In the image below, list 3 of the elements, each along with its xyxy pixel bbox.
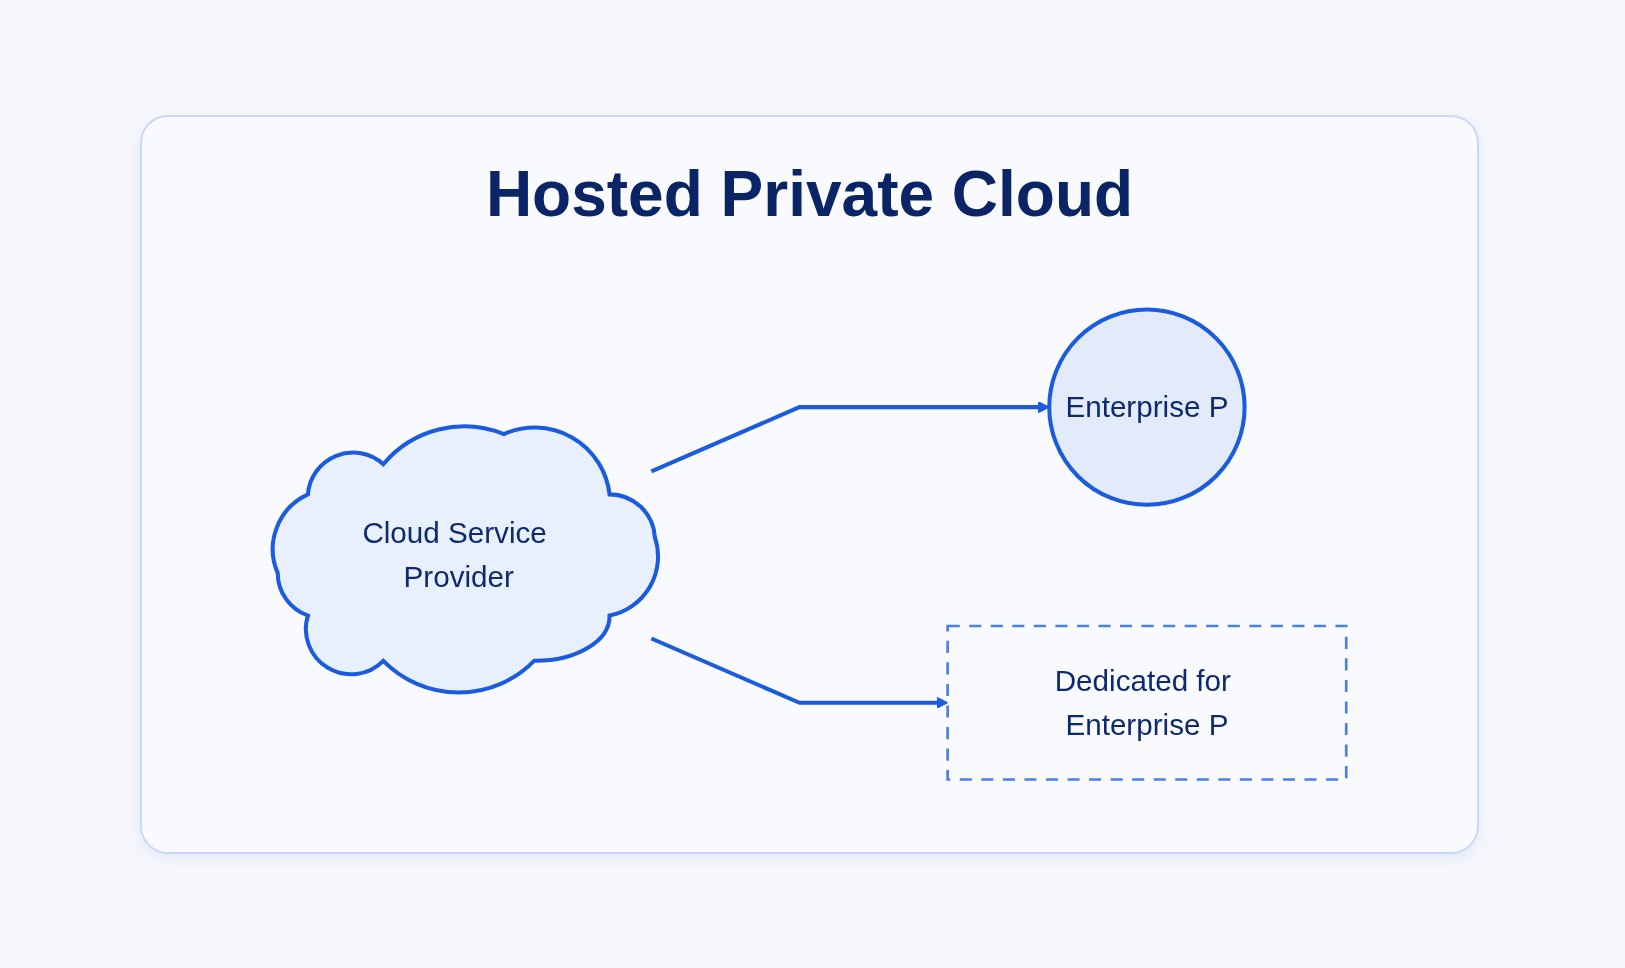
node-circle: Enterprise P [1047, 307, 1247, 507]
node-box: Dedicated for Enterprise P [946, 624, 1348, 781]
title: Hosted Private Cloud [484, 157, 1135, 231]
